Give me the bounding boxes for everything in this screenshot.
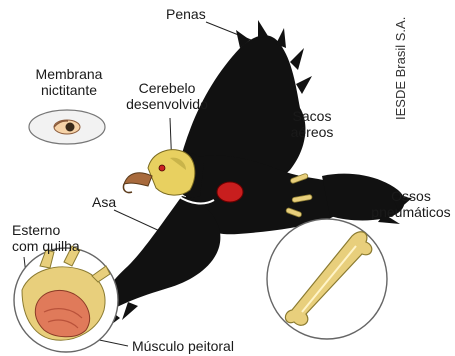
air-sac: [217, 182, 243, 202]
label-brain-line1: Cerebelo: [118, 80, 216, 96]
pneumatic-bone-inset: [267, 219, 387, 339]
label-brain-line2: desenvolvido: [118, 96, 216, 112]
label-air-sacs-line2: aéreos: [282, 124, 342, 140]
label-air-sacs-line1: Sacos: [282, 108, 342, 124]
label-nictitating-membrane: Membrana nictitante: [28, 66, 110, 98]
label-sternum: Esterno com quilha: [12, 222, 92, 254]
label-pectoral-muscle: Músculo peitoral: [132, 338, 234, 354]
bird-head: [123, 150, 194, 195]
label-pneumatic-bones-line2: pneumáticos: [370, 204, 452, 220]
nictitating-membrane-inset: [29, 110, 105, 144]
label-nictitating-membrane-line2: nictitante: [28, 82, 110, 98]
image-credit: IESDE Brasil S.A.: [392, 20, 410, 120]
label-sternum-line2: com quilha: [12, 238, 92, 254]
label-nictitating-membrane-line1: Membrana: [28, 66, 110, 82]
label-feathers: Penas: [166, 6, 206, 22]
label-pneumatic-bones-line1: Ossos: [370, 188, 452, 204]
label-wing: Asa: [92, 194, 116, 210]
label-sternum-line1: Esterno: [12, 222, 92, 238]
label-brain: Cerebelo desenvolvido: [118, 80, 216, 112]
sternum-inset: [14, 246, 118, 352]
label-pneumatic-bones: Ossos pneumáticos: [370, 188, 452, 220]
label-air-sacs: Sacos aéreos: [282, 108, 342, 140]
